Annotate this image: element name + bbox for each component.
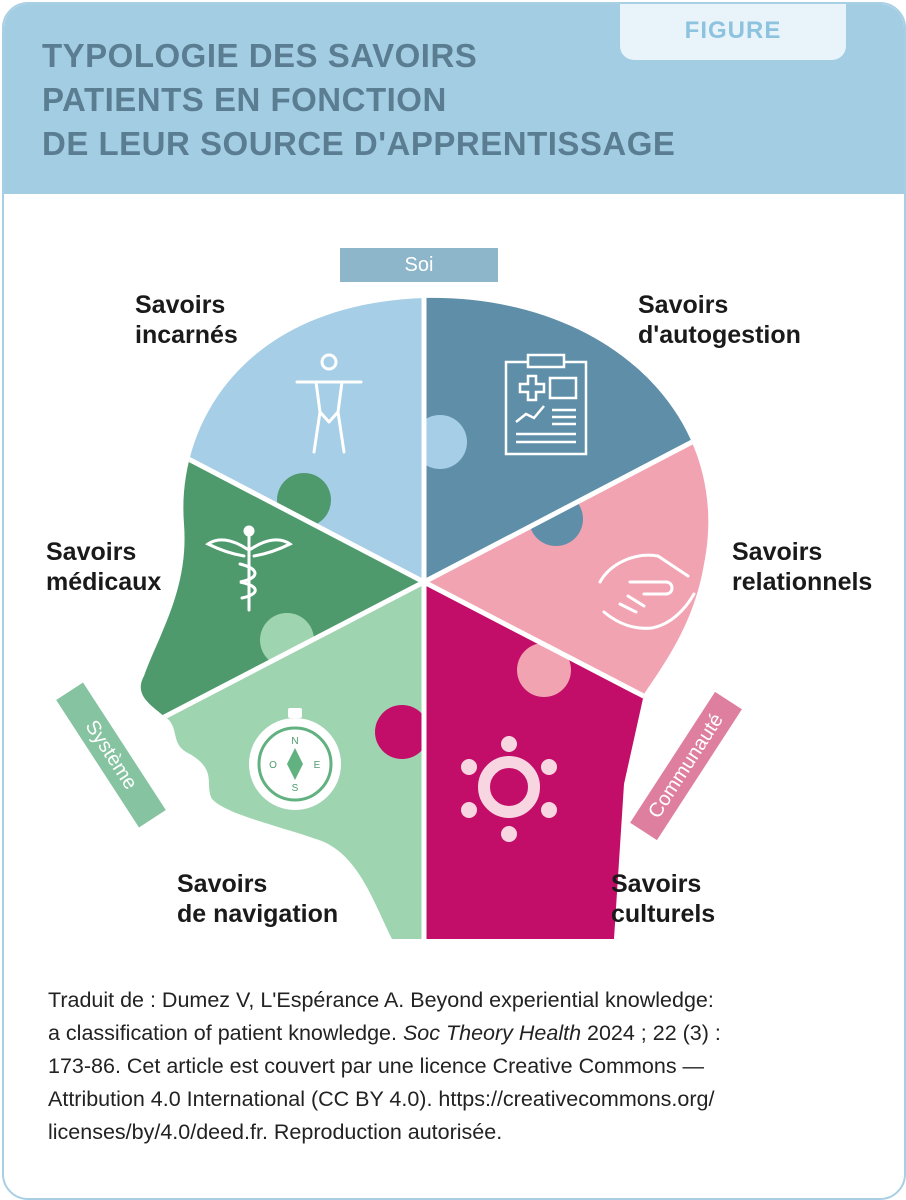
puzzle-tab (413, 415, 467, 469)
community-icon (461, 736, 557, 842)
label-line: incarnés (135, 321, 238, 349)
credit-line: licenses/by/4.0/deed.fr. Reproduction au… (48, 1120, 503, 1144)
credit-line: 173-86. Cet article est couvert par une … (48, 1054, 705, 1078)
label-line: relationnels (732, 568, 873, 596)
label-line: Savoirs (638, 291, 729, 319)
compass-north: N (291, 736, 298, 747)
knowledge-diagram: N E S O Soi Système Communauté Savoirs (4, 194, 904, 974)
label-medicaux: Savoirs médicaux (46, 537, 161, 597)
title-line: patients en fonction (42, 81, 447, 118)
figure-title: Typologie des savoirs patients en foncti… (42, 34, 742, 166)
puzzle-tab (517, 643, 571, 697)
title-line: de leur source d'apprentissage (42, 125, 676, 162)
label-line: d'autogestion (638, 321, 801, 349)
label-line: Savoirs (135, 291, 226, 319)
puzzle-tab (260, 613, 314, 667)
credit-text: a classification of patient knowledge. (48, 1021, 403, 1045)
credit-text: 2024 ; 22 (3) : (581, 1021, 721, 1045)
compass-west: O (269, 760, 277, 771)
label-relationnels: Savoirs relationnels (732, 537, 872, 597)
label-autogestion: Savoirs d'autogestion (638, 290, 801, 350)
title-line: Typologie des savoirs (42, 37, 478, 74)
label-line: médicaux (46, 568, 162, 596)
puzzle-tab (375, 705, 429, 759)
label-culturels: Savoirs culturels (611, 869, 715, 929)
label-line: Savoirs (177, 870, 268, 898)
figure-tag: FIGURE (620, 4, 846, 60)
label-line: Savoirs (732, 538, 823, 566)
handshake-icon (598, 553, 696, 630)
credit-line: Traduit de : Dumez V, L'Espérance A. Bey… (48, 988, 714, 1012)
caduceus-icon (205, 525, 293, 612)
compass-icon: N E S O (249, 708, 341, 810)
puzzle-tab (529, 492, 583, 546)
tab-soi: Soi (340, 248, 498, 282)
head-puzzle-graphic: N E S O (140, 297, 709, 939)
label-navigation: Savoirs de navigation (177, 869, 338, 929)
label-line: Savoirs (611, 870, 702, 898)
label-line: de navigation (177, 900, 339, 928)
source-credit: Traduit de : Dumez V, L'Espérance A. Bey… (48, 984, 878, 1149)
journal-name: Soc Theory Health (402, 1021, 582, 1045)
label-incarnes: Savoirs incarnés (135, 290, 238, 350)
credit-line: a classification of patient knowledge. S… (48, 1017, 878, 1050)
label-line: culturels (611, 900, 716, 928)
clipboard-icon (504, 353, 588, 456)
person-icon (295, 353, 363, 454)
compass-east: E (314, 760, 321, 771)
figure-header: FIGURE Typologie des savoirs patients en… (4, 4, 904, 194)
credit-line: Attribution 4.0 International (CC BY 4.0… (48, 1087, 715, 1111)
label-line: Savoirs (46, 538, 137, 566)
compass-south: S (292, 783, 299, 794)
